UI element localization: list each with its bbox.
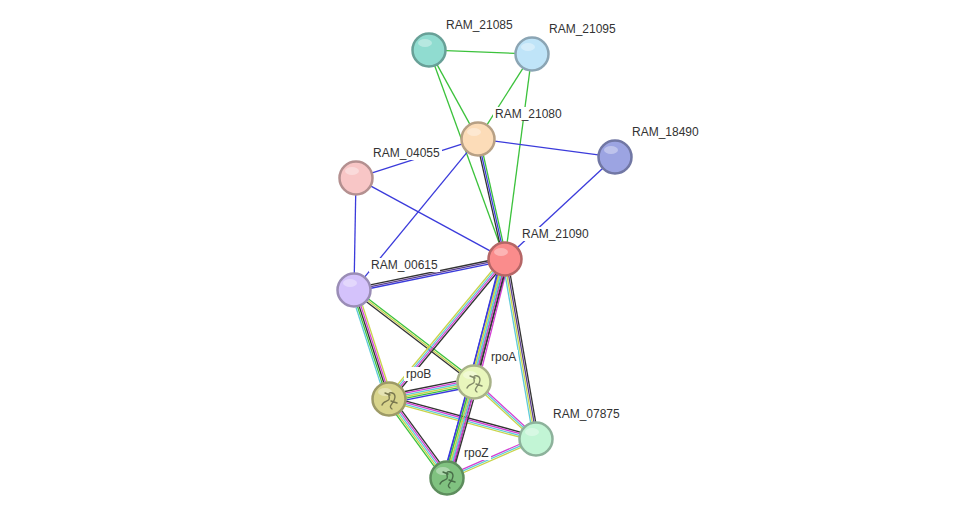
node-label: RAM_21080 <box>493 107 564 121</box>
evidence-line <box>400 412 438 464</box>
evidence-line <box>358 307 383 384</box>
evidence-line <box>446 51 515 54</box>
evidence-line <box>365 152 467 277</box>
node-circle <box>456 364 492 400</box>
evidence-line <box>463 446 521 471</box>
evidence-line <box>396 415 434 467</box>
interaction-edge <box>396 411 439 467</box>
node-label: RAM_21095 <box>547 22 618 36</box>
node-label: RAM_21090 <box>520 227 591 241</box>
interaction-edge <box>405 381 458 400</box>
node-label: RAM_04055 <box>371 146 442 160</box>
evidence-line <box>483 155 503 242</box>
node-circle <box>514 36 550 72</box>
interaction-edge <box>356 305 387 384</box>
evidence-line <box>371 186 490 251</box>
protein-node: rpoB <box>371 381 407 417</box>
node-circle <box>429 460 465 496</box>
evidence-line <box>367 300 460 371</box>
evidence-line <box>517 169 602 248</box>
protein-node: RAM_04055 <box>338 160 374 196</box>
evidence-line <box>366 302 459 373</box>
protein-node: rpoA <box>456 364 492 400</box>
node-circle <box>460 121 496 157</box>
evidence-line <box>455 276 504 462</box>
protein-node: RAM_21095 <box>514 36 550 72</box>
evidence-line <box>482 156 502 243</box>
evidence-line <box>406 388 458 398</box>
node-label: RAM_18490 <box>630 125 701 139</box>
node-label: rpoB <box>404 367 433 381</box>
node-circle <box>338 160 374 196</box>
evidence-line <box>462 444 520 469</box>
node-label: RAM_21085 <box>444 18 515 32</box>
node-circle <box>371 381 407 417</box>
evidence-line <box>485 395 522 429</box>
interaction-edge <box>505 275 535 422</box>
node-circle <box>411 32 447 68</box>
interaction-edge <box>485 392 524 428</box>
node-label: rpoZ <box>462 446 491 460</box>
interaction-edge <box>495 141 598 155</box>
evidence-line <box>480 156 500 243</box>
evidence-line <box>398 414 436 466</box>
evidence-line <box>361 306 386 383</box>
evidence-line <box>509 276 534 422</box>
evidence-line <box>399 413 437 465</box>
evidence-line <box>507 71 530 242</box>
evidence-line <box>495 141 598 155</box>
evidence-line <box>407 390 459 400</box>
interaction-edge <box>480 155 503 243</box>
evidence-line <box>435 66 499 243</box>
evidence-line <box>356 307 381 384</box>
node-label: rpoA <box>489 350 518 364</box>
evidence-line <box>437 65 470 124</box>
interaction-edge <box>365 152 467 277</box>
node-circle <box>597 139 633 175</box>
interaction-edge <box>507 71 530 242</box>
evidence-line <box>487 394 524 428</box>
interaction-edge <box>366 299 461 373</box>
evidence-line <box>362 305 387 382</box>
evidence-line <box>488 392 525 426</box>
protein-node: RAM_18490 <box>597 139 633 175</box>
interaction-edge <box>517 169 602 248</box>
protein-node: rpoZ <box>429 460 465 496</box>
evidence-line <box>510 275 535 421</box>
evidence-line <box>453 276 502 462</box>
evidence-line <box>354 195 355 273</box>
protein-node: RAM_07875 <box>518 421 554 457</box>
node-circle <box>518 421 554 457</box>
interaction-edge <box>446 51 515 54</box>
interaction-edge <box>371 186 490 251</box>
node-label: RAM_00615 <box>369 258 440 272</box>
interaction-edge <box>437 65 470 124</box>
node-label: RAM_07875 <box>551 407 622 421</box>
evidence-line <box>369 299 462 370</box>
interaction-edge <box>435 66 499 243</box>
node-circle <box>336 272 372 308</box>
evidence-line <box>451 275 500 461</box>
evidence-line <box>402 411 440 463</box>
protein-node: RAM_21080 <box>460 121 496 157</box>
interaction-edge <box>448 275 504 463</box>
protein-node: RAM_21090 <box>487 241 523 277</box>
protein-node: RAM_21085 <box>411 32 447 68</box>
node-circle <box>487 241 523 277</box>
evidence-line <box>450 275 499 461</box>
interaction-edge <box>354 195 355 273</box>
evidence-line <box>359 306 384 383</box>
evidence-line <box>448 275 497 461</box>
interaction-edge <box>462 444 521 472</box>
protein-node: RAM_00615 <box>336 272 372 308</box>
